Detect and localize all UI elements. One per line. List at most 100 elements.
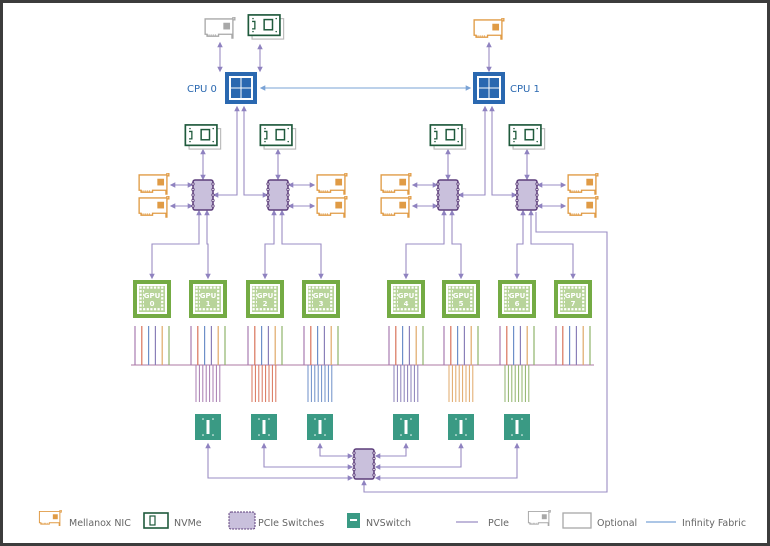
gpu-cell [578,286,581,289]
gpu-cell [202,308,205,311]
gpu-cell [312,308,315,311]
legend-nic-icon [38,510,62,527]
gpu-cell [504,300,507,304]
gpu-cell [504,304,507,307]
gpu-cell [319,308,322,311]
pin [191,198,195,203]
pin [372,473,376,477]
gpu-cell [143,308,146,311]
gpu-cell [411,308,414,311]
pin [286,198,290,203]
gpu-label-bg [509,290,525,308]
gpu-cell [139,290,142,293]
gpu-label: GPU [509,292,526,300]
gpu-cell [400,286,403,289]
gpu-cell [462,286,466,289]
optional-nic-icon [204,17,236,39]
nvswitch-dot [314,418,316,420]
pin [191,187,195,192]
gpu-cell [217,304,220,307]
pcie-link-nvswitch5-center [374,442,520,481]
pcie-link-sw3-gpu7 [528,209,576,280]
gpu-cell [256,286,259,289]
nic-sw2b-icon [380,196,412,218]
gpu-cell [308,286,311,289]
gpu-number: 3 [319,300,324,308]
gpu-cell [582,300,585,304]
gpu-cell [206,286,209,289]
pin [286,193,290,197]
pin [436,193,440,197]
gpu-cell [511,308,514,311]
gpu-cell [326,308,329,311]
gpu-cell [522,308,525,311]
nvswitch-2 [307,414,333,440]
gpu-cell [508,286,511,289]
gpu-cell [252,297,255,300]
pin [266,204,270,208]
gpu-cell [526,293,529,296]
gpu-cell [161,308,164,311]
nvswitch-dot [212,434,214,436]
gpu-cell [393,304,396,307]
pin [456,198,460,203]
gpu-label-bg [144,290,160,308]
nvswitch-dot [400,418,402,420]
gpu-cell [560,293,563,296]
gpu-cell [274,300,277,304]
nic-sw3a-icon [567,173,599,195]
nic-glyph [138,173,170,195]
legend-nvme-icon [143,512,169,529]
gpu-cell [209,286,213,289]
gpu-number: 4 [404,300,409,308]
cpu0-nvme-icon [247,14,285,40]
gpu-label: GPU [453,292,470,300]
gpu-cell [582,297,585,300]
pcie-switch-body [437,179,459,211]
gpu-cell [448,290,451,293]
nvme-glyph [508,124,546,150]
nvswitch-dot [400,434,402,436]
gpu-label-bg [200,290,216,308]
pin [266,182,270,186]
legend-optional-label: Optional [597,518,637,529]
gpu-cell [470,286,473,289]
pin [211,187,215,192]
gpu-cell [213,286,216,289]
gpu-cell [470,304,473,307]
gpu-cell [393,286,396,289]
gpu-cell [312,286,315,289]
pin [286,204,290,208]
gpu-cell [508,308,511,311]
gpu-number: 5 [459,300,464,308]
gpu-cell [274,290,277,293]
gpu-label: GPU [313,292,330,300]
gpu-cell [330,297,333,300]
gpu-cell [466,286,469,289]
gpu-cell [157,286,160,289]
gpu-cell [270,308,273,311]
gpu-label-bg [313,290,329,308]
gpu-cell [274,304,277,307]
pcie-switch-3 [515,179,539,211]
pcie-link-sw1-gpu3 [279,209,324,280]
gpu-cell [518,308,522,311]
gpu-cell [393,308,396,311]
gpu-cell [567,286,570,289]
gpu-cell [263,308,266,311]
pcie-link-sw2-gpu4 [403,209,447,280]
gpu-cell [526,297,529,300]
pcie-link-sw3-gpu6 [514,209,526,280]
gpu-cell [518,286,522,289]
gpu-cell [259,286,262,289]
cpu-1-label: CPU 1 [510,84,540,95]
nvswitch-dot [410,434,412,436]
nvswitch-dot [268,434,270,436]
gpu-cell [252,304,255,307]
gpu-label: GPU [257,292,274,300]
nic-sw3b-icon [567,196,599,218]
pcie-switch-body [267,179,289,211]
gpu-cell [139,304,142,307]
legend-optional-nvme-icon [562,512,592,529]
